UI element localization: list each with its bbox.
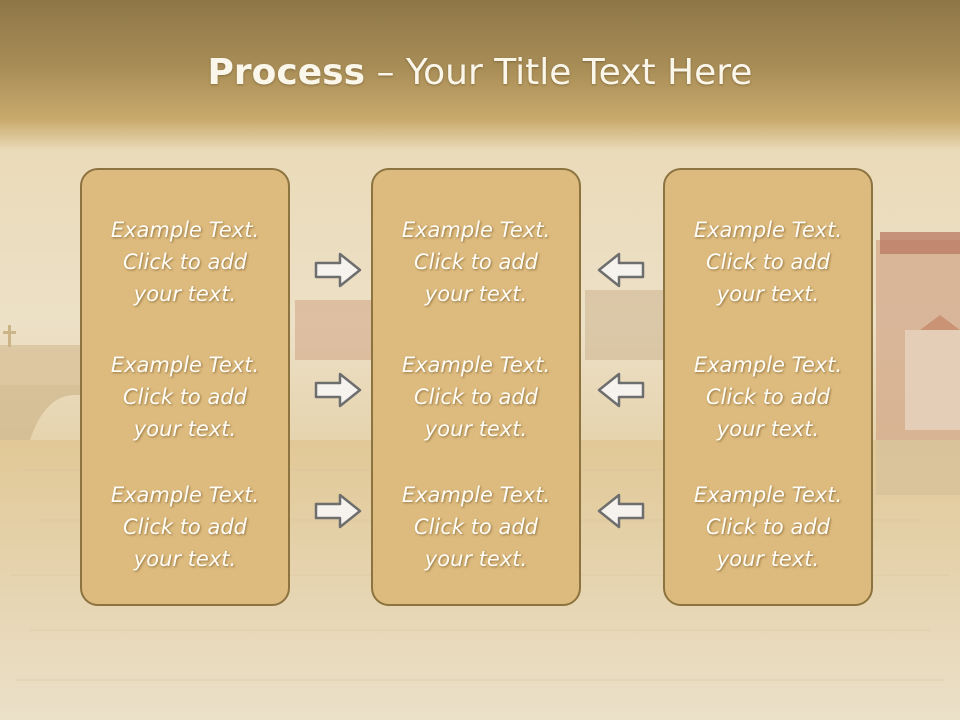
arrow-left-icon: [597, 493, 645, 529]
slide-title[interactable]: Process – Your Title Text Here: [0, 52, 960, 93]
arrow-left-icon: [597, 252, 645, 288]
title-bold: Process: [207, 52, 366, 93]
title-rest: – Your Title Text Here: [365, 52, 753, 93]
arrow-right-icon: [314, 372, 362, 408]
arrow-right-icon: [314, 252, 362, 288]
arrow-right-icon: [314, 493, 362, 529]
title-bar: [0, 0, 960, 150]
arrow-left-icon: [597, 372, 645, 408]
